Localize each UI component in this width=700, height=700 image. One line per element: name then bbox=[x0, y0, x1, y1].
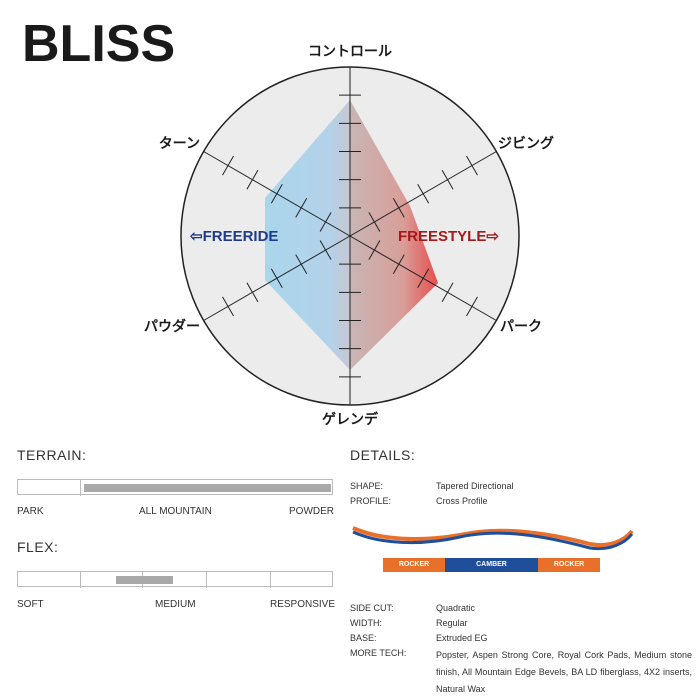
radar-tick bbox=[466, 296, 478, 317]
radar-tick bbox=[270, 268, 283, 289]
radar-tick bbox=[319, 240, 332, 260]
sidecut-key: SIDE CUT: bbox=[350, 603, 394, 613]
profile-segment-rocker-left: ROCKER bbox=[383, 558, 445, 572]
flex-tick bbox=[80, 572, 81, 588]
freeride-label: ⇦FREERIDE bbox=[189, 228, 278, 245]
flex-tick bbox=[206, 572, 207, 588]
radar-tick bbox=[246, 169, 259, 190]
profile-value: Cross Profile bbox=[436, 496, 488, 506]
axis-label-park: パーク bbox=[500, 319, 542, 335]
width-value: Regular bbox=[436, 618, 468, 628]
terrain-label-powder: POWDER bbox=[289, 506, 334, 517]
sidecut-value: Quadratic bbox=[436, 603, 476, 613]
profile-key: PROFILE: bbox=[350, 496, 392, 506]
flex-label-responsive: RESPONSIVE bbox=[270, 599, 336, 610]
axis-label-control: コントロール bbox=[308, 44, 392, 60]
radar-chart: コントロール ジビング パーク ゲレンデ パウダー ターン ⇦FREERIDE … bbox=[144, 44, 554, 428]
freestyle-label: FREESTYLE⇨ bbox=[398, 228, 499, 245]
board-profile-blue bbox=[352, 530, 634, 551]
details-title: DETAILS: bbox=[350, 447, 416, 463]
axis-label-powder: パウダー bbox=[144, 318, 200, 335]
axis-label-jibbing: ジビング bbox=[498, 135, 554, 152]
radar-tick bbox=[441, 282, 454, 303]
radar-tick bbox=[392, 198, 405, 218]
radar-tick bbox=[246, 282, 259, 303]
radar-tick bbox=[222, 296, 234, 317]
flex-bar bbox=[17, 571, 333, 588]
base-key: BASE: bbox=[350, 633, 377, 643]
freestyle-area bbox=[350, 100, 438, 370]
flex-label-medium: MEDIUM bbox=[155, 599, 196, 610]
terrain-title: TERRAIN: bbox=[17, 447, 87, 463]
base-value: Extruded EG bbox=[436, 633, 488, 643]
radar-tick bbox=[222, 155, 234, 176]
flex-fill bbox=[115, 576, 173, 584]
radar-tick bbox=[392, 254, 405, 274]
axis-label-piste: ゲレンデ bbox=[322, 411, 379, 428]
radar-tick bbox=[368, 212, 381, 232]
flex-tick bbox=[270, 572, 271, 588]
terrain-label-park: PARK bbox=[17, 506, 44, 517]
freeride-area bbox=[265, 100, 350, 370]
board-profile-orange bbox=[352, 526, 634, 547]
profile-segment-camber: CAMBER bbox=[445, 558, 538, 572]
board-profile-graphic bbox=[352, 526, 634, 551]
radar-tick bbox=[441, 169, 454, 190]
radar-tick bbox=[295, 198, 308, 218]
profile-segment-rocker-right: ROCKER bbox=[538, 558, 600, 572]
radar-tick bbox=[270, 183, 283, 204]
radar-tick bbox=[466, 155, 478, 176]
width-key: WIDTH: bbox=[350, 618, 382, 628]
flex-title: FLEX: bbox=[17, 539, 59, 555]
radar-ticks bbox=[222, 94, 478, 378]
terrain-label-all-mountain: ALL MOUNTAIN bbox=[139, 506, 212, 517]
radar-tick bbox=[417, 268, 430, 289]
shape-key: SHAPE: bbox=[350, 481, 384, 491]
tech-key: MORE TECH: bbox=[350, 648, 407, 658]
radar-tick bbox=[368, 240, 381, 260]
flex-label-soft: SOFT bbox=[17, 599, 44, 610]
tech-value: Popster, Aspen Strong Core, Royal Cork P… bbox=[436, 650, 692, 694]
radar-tick bbox=[295, 254, 308, 274]
product-title: BLISS bbox=[22, 15, 176, 73]
terrain-bar bbox=[17, 479, 333, 496]
terrain-fill bbox=[84, 484, 331, 492]
radar-tick bbox=[319, 212, 332, 232]
shape-value: Tapered Directional bbox=[436, 481, 514, 491]
axis-label-turn: ターン bbox=[159, 136, 200, 152]
terrain-divider bbox=[80, 480, 81, 496]
radar-tick bbox=[417, 183, 430, 204]
